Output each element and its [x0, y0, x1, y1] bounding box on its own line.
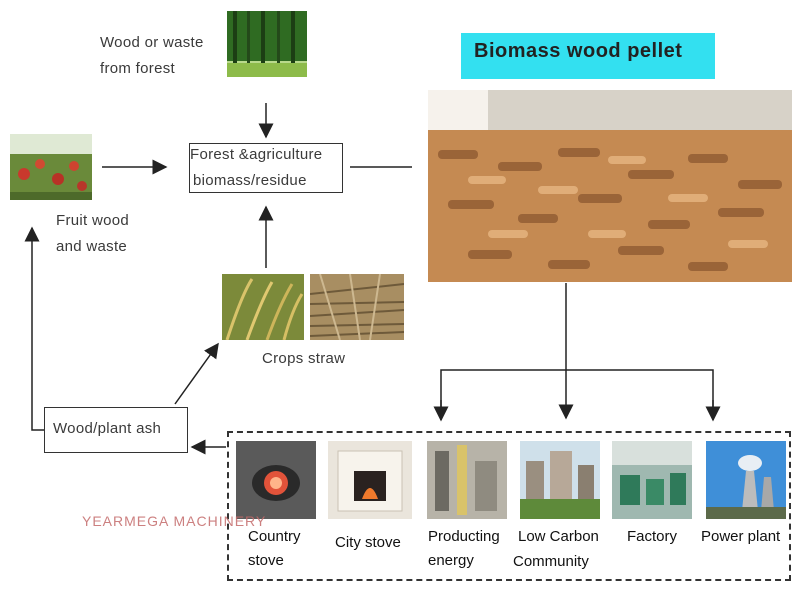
community-photo: [520, 441, 600, 519]
use-label-country-line1: Country: [248, 528, 301, 545]
factory-photo: [612, 441, 692, 519]
center-box-line1: Forest &agriculture: [190, 146, 323, 163]
use-label-country-line2: stove: [248, 552, 284, 569]
biomass-residue-box: [189, 143, 343, 193]
watermark: YEARMEGA MACHINERY: [82, 513, 267, 529]
ash-label: Wood/plant ash: [53, 420, 162, 437]
forest-label-line1: Wood or waste: [100, 34, 204, 51]
use-label-energy-line1: Producting: [428, 528, 500, 545]
straw-pile-photo: [310, 274, 404, 340]
center-box-line2: biomass/residue: [193, 172, 307, 189]
page-title: Biomass wood pellet: [474, 40, 683, 62]
use-label-city-stove: City stove: [335, 534, 401, 551]
use-label-power-plant: Power plant: [701, 528, 781, 545]
pellet-uses-container: [227, 431, 791, 581]
forest-label-line2: from forest: [100, 60, 175, 77]
title-banner: [461, 33, 715, 79]
crops-label: Crops straw: [262, 350, 346, 367]
use-label-community-line1: Low Carbon: [518, 528, 599, 545]
forest-photo: [227, 11, 307, 77]
rice-straw-photo: [222, 274, 304, 340]
use-label-energy-line2: energy: [428, 552, 474, 569]
city-stove-photo: [328, 441, 412, 519]
fruit-label-line1: Fruit wood: [56, 212, 130, 229]
power-plant-photo: [706, 441, 786, 519]
wood-ash-box: [44, 407, 188, 453]
use-label-factory: Factory: [627, 528, 678, 545]
fruit-tree-photo: [10, 134, 92, 200]
wood-pellet-photo: [428, 90, 792, 282]
fruit-label-line2: and waste: [56, 238, 128, 255]
energy-plant-photo: [427, 441, 507, 519]
country-stove-photo: [236, 441, 316, 519]
use-label-community-line2: Community: [513, 553, 589, 570]
